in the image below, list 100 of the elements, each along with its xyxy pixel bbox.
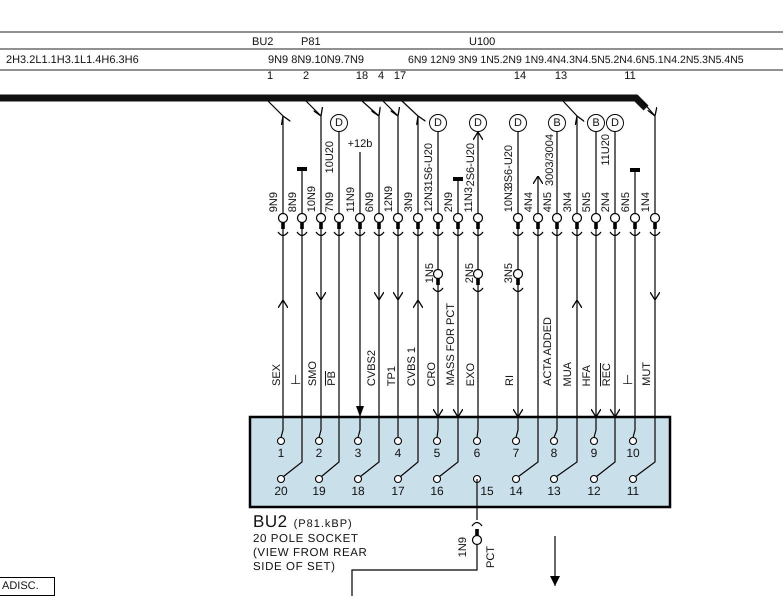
connector-label: 5N5 [581,192,593,212]
reference-box: ADISC. [0,577,55,596]
bus-line-number: 13 [554,70,568,83]
connector-label: 1N5 [424,262,436,283]
header-text: 2H3.2L1.1H3.1L1.4H6.3H6 [6,54,139,67]
ground-symbol [297,167,307,170]
reference-marker: B [548,114,566,132]
pin-number: 3 [354,447,362,460]
connector-label: 11N3 [463,186,475,212]
connector-label: 7N9 [324,192,336,212]
pin-number: 13 [547,485,561,498]
connector-label: 9N9 [268,192,280,212]
wire [452,179,464,418]
ground-symbol [453,177,463,180]
connector-label: 3N9 [403,192,415,212]
signal-name: MASS FOR PCT [445,303,457,386]
pin-number: 6 [474,447,480,460]
pin-number: 8 [550,447,558,460]
connector-note: 3003/3004 [544,134,556,186]
bus-line-number: 18 [356,70,368,83]
pin-number: 14 [509,485,523,498]
wire [338,132,340,417]
signal-name: EXO [465,362,477,386]
connector-label: 4N5 [542,192,554,212]
connector-label: 12N3 [423,186,435,212]
signal-name: CRO [426,362,438,386]
wire [356,152,364,417]
wire [512,132,524,418]
pin-number: 12 [587,485,601,498]
wire [472,131,484,417]
reference-marker: D [606,114,624,132]
header-text: BU2 [252,36,274,49]
pin-number: 2 [316,447,322,460]
bus-line-number: 2 [302,70,310,83]
signal-name: SEX [271,364,283,386]
signal-name: MUA [562,362,574,386]
connector-label: 6N5 [620,192,632,212]
socket-code: (P81.kBP) [294,518,353,530]
ground-symbol: ⊥ [290,373,301,386]
signal-name: ACTA ADDED [542,317,554,386]
ground-symbol [630,168,640,172]
connector-note: 3S6-U20 [503,144,515,188]
pin-number: 16 [430,485,444,498]
connector-label: 10N3 [503,186,515,212]
pin-number: 20 [274,485,288,498]
wire [432,132,444,418]
connector-label: 2N9 [443,192,455,212]
reference-marker: D [429,114,447,132]
reference-marker: B [587,114,605,132]
connector-label: 6N9 [364,192,376,212]
signal-name: MUT [641,362,653,386]
pin-number: 7 [512,447,520,460]
connector-label: 8N9 [287,192,299,212]
reference-marker: D [509,114,527,132]
connector-label: 2N4 [600,192,612,212]
ground-symbol: ⊥ [622,373,633,386]
connector-label: 1N9 [457,536,469,557]
signal-name: CVBS 1 [406,346,418,386]
header-text: P81 [301,36,321,49]
signal-name: RI [504,375,516,386]
pin-number: 4 [394,447,402,460]
header-text: 9N9 8N9.10N9.7N9 [268,54,364,67]
wire [634,170,636,417]
connector-note: 1S6-U20 [423,142,435,186]
wire [556,132,558,417]
signal-name: TP1 [386,366,398,386]
wire [609,132,621,418]
bus-line-number: 11 [624,70,636,83]
wire [301,169,303,417]
pin-number: 17 [391,485,405,498]
connector-label: 2N5 [464,262,476,283]
wire [590,132,602,418]
pin-number: 10 [626,447,640,460]
connector-label: 12N9 [383,186,395,212]
pin-number: 5 [434,447,440,460]
pin-number: 1 [278,447,284,460]
pin-number: 18 [351,485,365,498]
connector-note: 11U20 [600,134,612,166]
connector-label: 10N9 [306,186,318,212]
signal-name: PB [326,371,338,386]
connector-label: 1N4 [640,192,652,212]
pin-number: 15 [480,485,494,498]
connector-label: 3N4 [562,192,574,212]
reference-marker: D [330,114,348,132]
connector-label: 4N4 [523,192,535,212]
signal-name: SMO [307,360,319,386]
reference-marker: D [469,114,487,132]
connector-label: 11N9 [345,186,357,212]
bus-line-number: 17 [394,70,406,83]
socket-description: 20 POLE SOCKET (VIEW FROM REAR SIDE OF SET) [253,532,368,574]
connector-note: 2S6-U20 [465,142,477,186]
socket-title: BU2 [253,512,288,531]
signal-name: CVBS2 [366,350,378,386]
bus-line-number: 4 [378,70,384,83]
bus-line-number: 1 [266,70,274,83]
signal-name: REC [601,362,613,386]
header-text: U100 [469,36,496,49]
header-text: 6N9 12N9 3N9 1N5.2N9 1N9.4N4.3N4.5N5.2N4.6N5.1N4.2N5.3N5.4N5 [408,54,744,67]
connector-label: PCT [485,546,497,568]
connector-label: 3N5 [503,262,515,283]
